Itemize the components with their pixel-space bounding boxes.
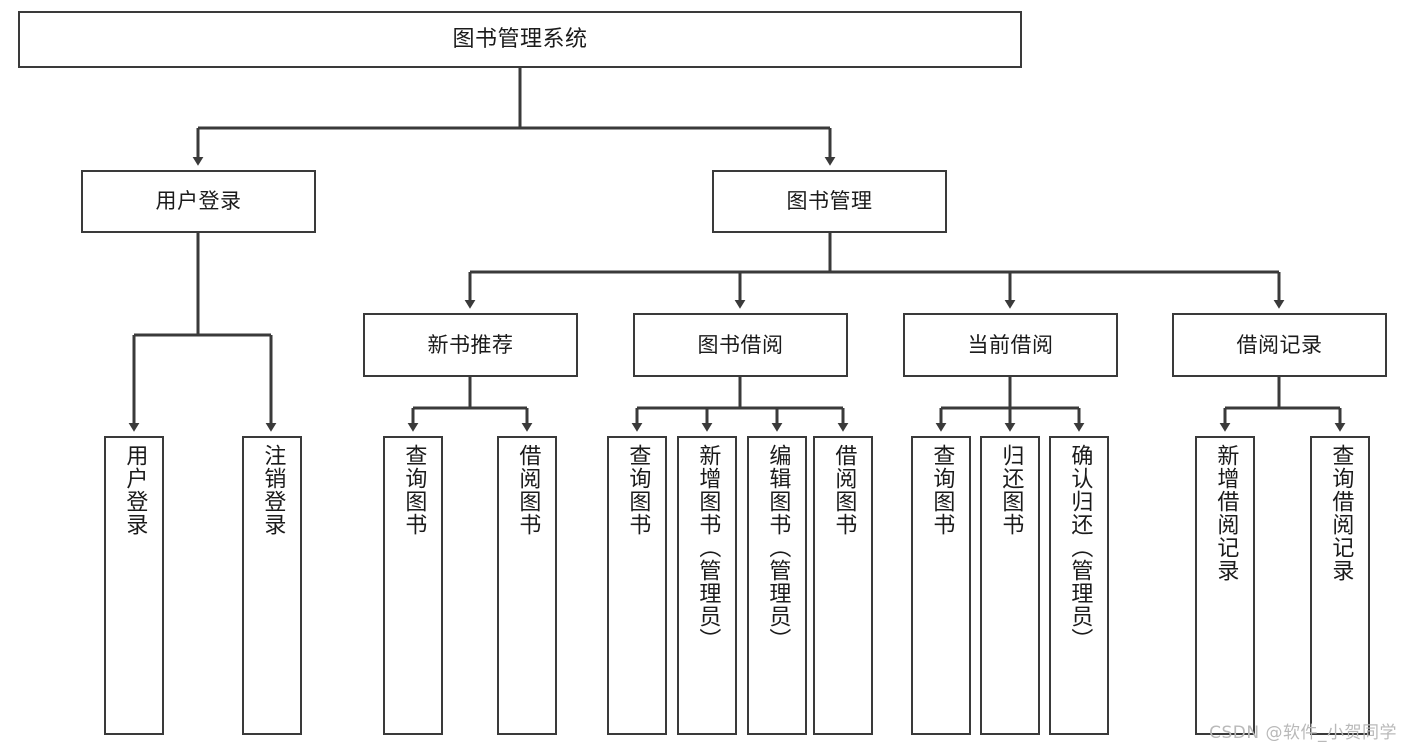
node-label: 新书推荐: [427, 332, 514, 357]
node-label: 用户登录: [155, 189, 242, 214]
node-label: 编辑图书（管理员）: [765, 444, 791, 651]
leaf-logout-login[interactable]: 注销登录: [242, 436, 302, 735]
node-root-book-management-system[interactable]: 图书管理系统: [18, 11, 1022, 68]
node-book-borrow[interactable]: 图书借阅: [633, 313, 848, 377]
node-user-login[interactable]: 用户登录: [81, 170, 316, 233]
node-label: 借阅图书: [831, 444, 857, 536]
node-label: 查询借阅记录: [1328, 444, 1354, 582]
leaf-edit-book-admin[interactable]: 编辑图书（管理员）: [747, 436, 807, 735]
leaf-borrow-book-1[interactable]: 借阅图书: [497, 436, 557, 735]
node-label: 查询图书: [625, 444, 651, 536]
leaf-borrow-book-2[interactable]: 借阅图书: [813, 436, 873, 735]
leaf-add-borrow-record[interactable]: 新增借阅记录: [1195, 436, 1255, 735]
node-new-book-recommend[interactable]: 新书推荐: [363, 313, 578, 377]
leaf-add-book-admin[interactable]: 新增图书（管理员）: [677, 436, 737, 735]
leaf-query-book-2[interactable]: 查询图书: [607, 436, 667, 735]
leaf-user-login[interactable]: 用户登录: [104, 436, 164, 735]
node-label: 新增借阅记录: [1213, 444, 1239, 582]
node-label: 用户登录: [122, 444, 148, 536]
node-label: 新增图书（管理员）: [695, 444, 721, 651]
node-label: 图书管理系统: [452, 26, 588, 52]
leaf-return-book[interactable]: 归还图书: [980, 436, 1040, 735]
node-label: 查询图书: [401, 444, 427, 536]
leaf-confirm-return-admin[interactable]: 确认归还（管理员）: [1049, 436, 1109, 735]
node-label: 借阅记录: [1236, 332, 1323, 357]
node-label: 归还图书: [998, 444, 1024, 536]
node-label: 查询图书: [929, 444, 955, 536]
node-label: 确认归还（管理员）: [1067, 444, 1093, 651]
leaf-query-book-1[interactable]: 查询图书: [383, 436, 443, 735]
node-current-borrow[interactable]: 当前借阅: [903, 313, 1118, 377]
node-label: 图书管理: [786, 189, 873, 214]
node-label: 注销登录: [260, 444, 286, 536]
watermark-text: CSDN @软件_小贺同学: [1209, 723, 1397, 743]
node-book-manage[interactable]: 图书管理: [712, 170, 947, 233]
node-label: 图书借阅: [697, 332, 784, 357]
leaf-query-borrow-record[interactable]: 查询借阅记录: [1310, 436, 1370, 735]
node-label: 当前借阅: [967, 332, 1054, 357]
leaf-query-book-3[interactable]: 查询图书: [911, 436, 971, 735]
node-borrow-record[interactable]: 借阅记录: [1172, 313, 1387, 377]
node-label: 借阅图书: [515, 444, 541, 536]
